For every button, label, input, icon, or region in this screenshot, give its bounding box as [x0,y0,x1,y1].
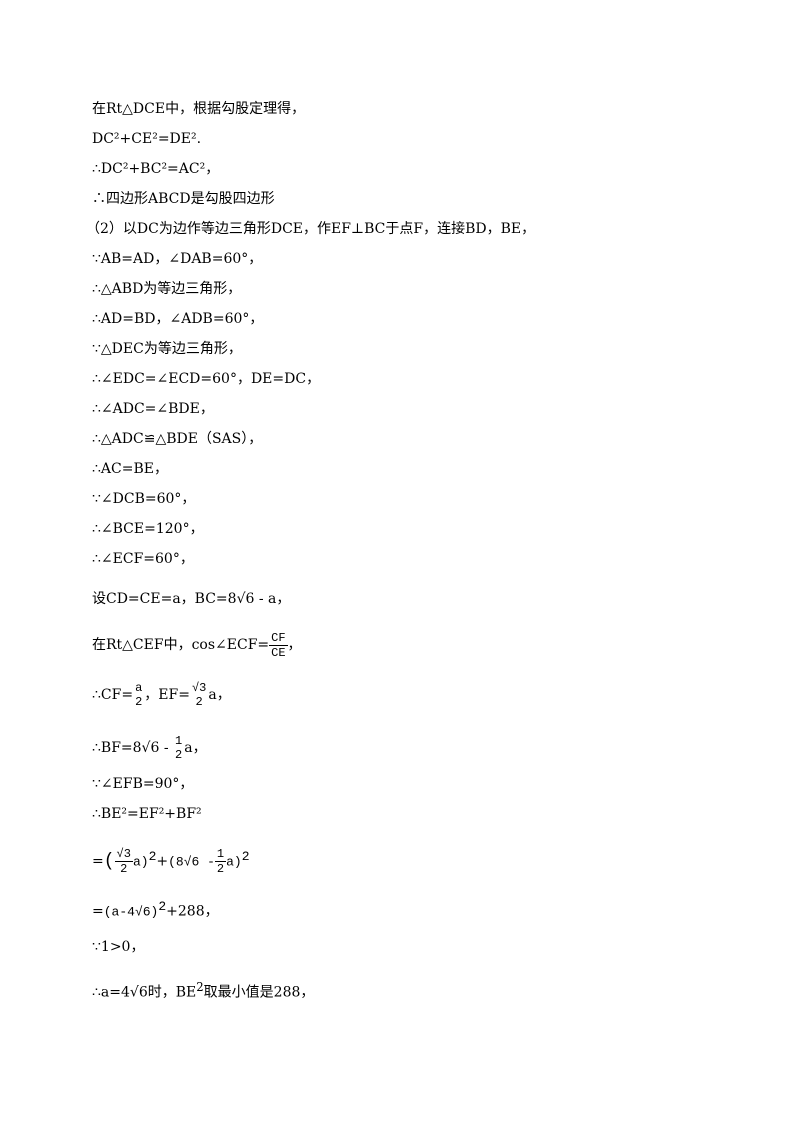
close-paren: a) [132,854,149,870]
line-24-suffix: +288， [166,903,219,920]
fraction-denominator: 2 [175,748,183,762]
fraction-numerator: CF [269,630,288,646]
text-line-17: 设CD=CE=a，BC=8√6 - a， [92,591,291,607]
text-line-22: ∴BE²=EF²+BF² [92,806,202,822]
open-paren-expr: (8√6 - [168,854,215,870]
text-line-21: ∵∠EFB=90°， [92,776,194,792]
fraction-numerator: a [135,681,143,695]
text-line-24: =(a-4√6)2+288， [92,898,219,922]
exponent: 2 [196,980,204,994]
fraction-numerator: √3 [191,681,207,695]
text-line-7: ∴△ABD为等边三角形， [92,281,242,297]
equals-sign: = [92,903,104,920]
square-expression: (a-4√6) [103,904,159,920]
text-line-26: ∴a=4√6时，BE2取最小值是288， [92,978,314,1002]
text-line-11: ∴∠ADC=∠BDE， [92,401,214,417]
line-20-suffix: a， [184,740,207,756]
text-line-13: ∴AC=BE， [92,461,168,477]
plus-sign: + [156,853,169,870]
line-18-prefix: 在Rt△CEF中，cos∠ECF= [92,637,270,653]
text-line-8: ∴AD=BD，∠ADB=60°， [92,311,264,327]
line-26-prefix: ∴a=4√6时，BE [92,984,197,1001]
text-line-4: ∴四边形ABCD是勾股四边形 [92,191,275,207]
line-20-prefix: ∴BF=8√6 - [92,740,174,756]
text-line-10: ∴∠EDC=∠ECD=60°，DE=DC， [92,371,321,387]
line-19-middle: ，EF= [144,687,190,703]
text-line-9: ∵△DEC为等边三角形， [92,341,242,357]
fraction-denominator: CE [271,645,286,660]
fraction-denominator: 2 [135,695,143,709]
text-line-12: ∴△ADC≌△BDE（SAS）， [92,431,263,447]
text-line-16: ∴∠ECF=60°， [92,551,194,567]
fraction-denominator: 2 [216,862,225,877]
fraction-denominator: 2 [120,862,128,877]
close-paren: a) [226,854,242,870]
fraction-numerator: √3 [114,847,133,863]
text-line-25: ∵1>0， [92,939,145,955]
fraction-numerator: 1 [175,734,183,748]
text-line-14: ∵∠DCB=60°， [92,491,196,507]
line-26-suffix: 取最小值是288， [203,984,315,1001]
text-line-3: ∴DC²+BC²=AC²， [92,161,220,177]
exponent: 2 [148,849,157,864]
text-line-2: DC²+CE²=DE². [92,131,202,147]
line-18-suffix: ， [287,637,302,653]
line-19-prefix: ∴CF= [92,687,134,703]
text-line-15: ∴∠BCE=120°， [92,521,204,537]
fraction-numerator: 1 [214,847,227,863]
text-line-1: 在Rt△DCE中，根据勾股定理得， [92,101,306,117]
line-19-suffix: a， [208,687,231,703]
exponent: 2 [158,899,167,914]
equals-sign: = [92,853,104,870]
text-line-5: （2）以DC为边作等边三角形DCE，作EF⊥BC于点F，连接BD，BE， [86,221,536,237]
open-paren: ( [103,851,115,872]
fraction-denominator: 2 [195,695,203,709]
text-line-6: ∵AB=AD，∠DAB=60°， [92,251,263,267]
exponent: 2 [241,849,250,864]
